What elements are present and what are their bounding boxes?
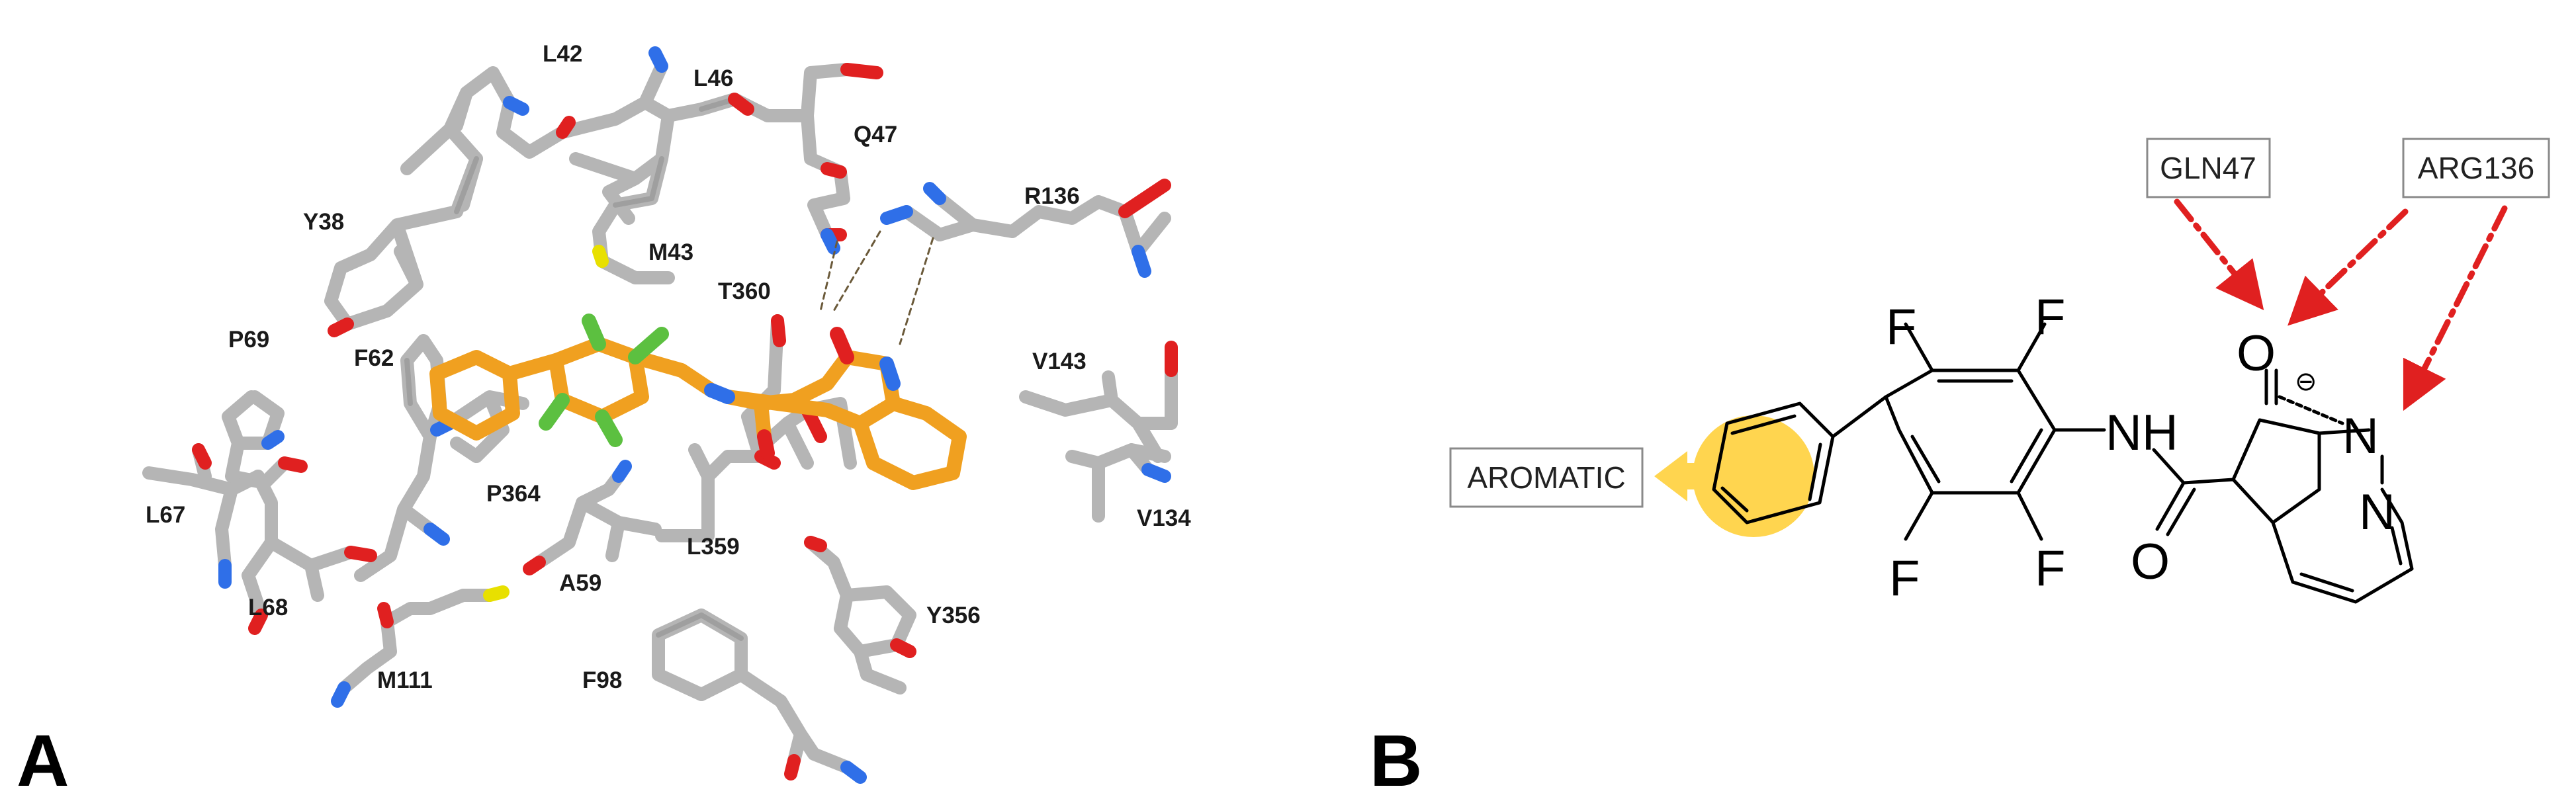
label-q47: Q47 xyxy=(854,122,897,148)
atom-n2: N xyxy=(2359,484,2395,540)
residue-l68-sticks xyxy=(242,470,357,622)
residue-r136-sticks xyxy=(900,192,1171,258)
arg136-box: ARG136 xyxy=(2402,138,2550,198)
label-l68: L68 xyxy=(248,595,288,620)
label-f62: F62 xyxy=(354,345,394,371)
residue-l42-sticks xyxy=(400,66,569,212)
label-l46: L46 xyxy=(693,65,733,91)
gln47-box: GLN47 xyxy=(2146,138,2271,198)
arg136-box-label: ARG136 xyxy=(2418,151,2534,185)
residue-f62-sticks xyxy=(354,334,447,582)
residue-f98-sticks xyxy=(652,609,854,774)
residue-q47-sticks xyxy=(801,109,850,241)
residue-y356-sticks xyxy=(804,536,916,695)
residue-l359-sticks xyxy=(655,443,768,542)
atom-f3: F xyxy=(1889,550,1920,607)
hydrogen-bonds xyxy=(819,230,934,345)
label-p69: P69 xyxy=(228,327,269,353)
residue-m111-sticks xyxy=(337,589,496,695)
panel-b: AROMATIC GLN47 ARG136 xyxy=(1370,138,2550,801)
residue-a59-sticks xyxy=(533,470,662,569)
label-v143: V143 xyxy=(1032,349,1087,374)
aromatic-box: AROMATIC xyxy=(1449,447,1644,508)
heteroatom-tips xyxy=(192,46,1178,784)
label-y356: Y356 xyxy=(926,603,981,628)
ligand-heteroatoms xyxy=(539,314,901,460)
label-m111: M111 xyxy=(377,667,433,693)
label-m43: M43 xyxy=(648,239,693,265)
label-l359: L359 xyxy=(687,534,740,560)
atom-f4: F xyxy=(2035,540,2065,597)
gln47-box-label: GLN47 xyxy=(2160,151,2256,185)
label-r136: R136 xyxy=(1024,183,1080,209)
atom-f1: F xyxy=(1886,299,1916,355)
arrow-arg136-to-nitrogen xyxy=(2403,205,2508,411)
aromatic-arrow xyxy=(1654,451,1717,501)
molecule-skeleton xyxy=(1712,322,2414,604)
label-l42: L42 xyxy=(543,41,582,67)
label-l67: L67 xyxy=(146,502,185,528)
residue-labels: L42 L46 Q47 Y38 M43 R136 T360 P69 F62 V1… xyxy=(146,41,1191,693)
atom-labels: F F F F NH O O ⊖ N N xyxy=(1886,289,2395,607)
residue-v143-sticks xyxy=(1019,364,1178,463)
label-t360: T360 xyxy=(718,278,771,304)
atom-f2: F xyxy=(2035,289,2065,345)
protein-sticks-shade xyxy=(404,97,744,641)
atom-o-carbonyl: O xyxy=(2131,534,2170,590)
atom-n1: N xyxy=(2342,408,2379,464)
atom-negative-charge: ⊖ xyxy=(2295,366,2317,397)
atom-o-enolate: O xyxy=(2237,325,2276,382)
interaction-arrows xyxy=(2174,198,2508,411)
panel-a-letter: A xyxy=(17,720,69,801)
panel-a: L42 L46 Q47 Y38 M43 R136 T360 P69 F62 V1… xyxy=(17,41,1191,801)
label-p364: P364 xyxy=(486,481,541,507)
label-y38: Y38 xyxy=(303,209,344,235)
panel-b-letter: B xyxy=(1370,720,1422,801)
label-a59: A59 xyxy=(559,570,601,596)
arrow-arg136-to-oxygen xyxy=(2287,208,2409,326)
arrow-gln47-to-oxygen xyxy=(2174,198,2264,311)
residue-y38-sticks xyxy=(324,152,483,331)
label-v134: V134 xyxy=(1137,505,1191,531)
residue-t360-sticks xyxy=(741,314,857,470)
label-f98: F98 xyxy=(582,667,622,693)
aromatic-box-label: AROMATIC xyxy=(1467,460,1625,495)
atom-nh: NH xyxy=(2106,405,2178,461)
